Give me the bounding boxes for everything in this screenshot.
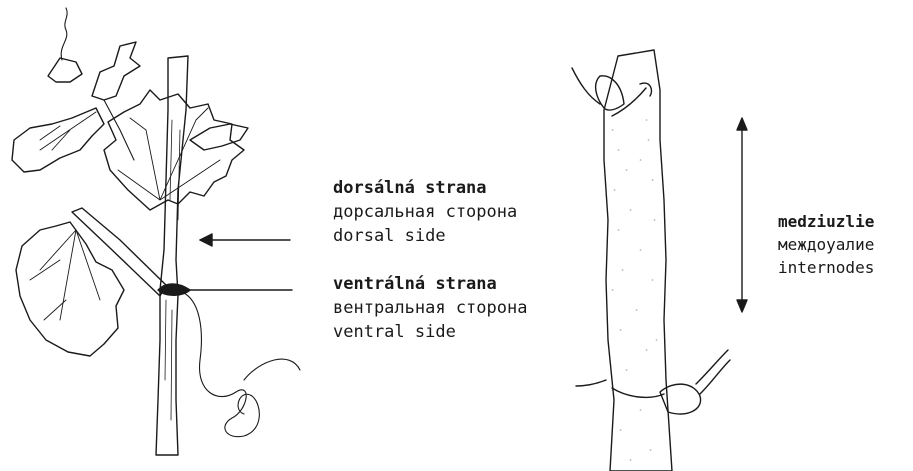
dorsal-label-slovak: dorsálná strana (333, 176, 517, 200)
top-leaf (92, 42, 140, 100)
ventral-label-slovak: ventrálná strana (333, 272, 527, 296)
internode-label-russian: междоуалие (778, 233, 874, 256)
lower-node-ring (612, 388, 664, 397)
ventral-label-russian: вентральная сторона (333, 296, 527, 320)
cane-stipple (612, 120, 657, 460)
dorsal-side-label: dorsálná strana дорсальная сторона dorsa… (333, 176, 517, 248)
dorsal-arrow (200, 234, 290, 246)
ventral-label-english: ventral side (333, 320, 527, 344)
grapevine-shoot-illustration (12, 8, 300, 455)
dorsal-label-english: dorsal side (333, 224, 517, 248)
internode-label-english: internodes (778, 256, 874, 279)
cane-illustration (572, 50, 730, 471)
top-tendril (61, 8, 67, 60)
upper-leaf (104, 90, 244, 210)
internode-label: medziuzlie междоуалие internodes (778, 210, 874, 279)
upper-node-bud (596, 76, 624, 110)
internode-double-arrow (737, 118, 747, 312)
main-stem (156, 56, 188, 455)
cane-body (604, 50, 672, 471)
upper-node-petiole (612, 88, 646, 116)
left-leaf-veins (40, 112, 96, 150)
dorsal-label-russian: дорсальная сторона (333, 200, 517, 224)
upper-leaf-veins (118, 108, 220, 200)
upper-node-curl (572, 68, 652, 104)
lower-tendril (182, 292, 300, 437)
lower-leaf-veins (30, 230, 100, 320)
lower-node-left-shoot (576, 380, 606, 386)
top-small-leaf (48, 58, 82, 82)
lower-node-side-shoot (696, 350, 730, 394)
left-leaf (12, 108, 104, 172)
stem-texture (165, 120, 180, 420)
ventral-side-label: ventrálná strana вентральная сторона ven… (333, 272, 527, 344)
internode-label-slovak: medziuzlie (778, 210, 874, 233)
lower-leaf (16, 222, 124, 356)
